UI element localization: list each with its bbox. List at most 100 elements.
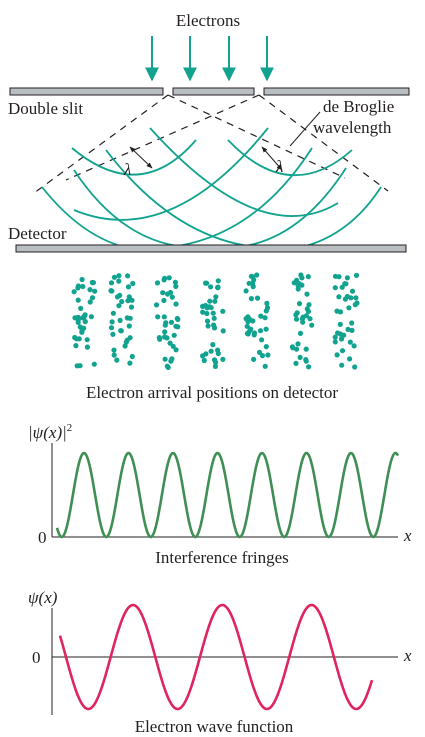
wave-x-label: x [403,646,412,665]
electron-dot [84,344,90,350]
electron-dot [170,343,176,349]
electron-dot [125,298,131,304]
fringes-zero-label: 0 [38,528,47,547]
electron-dot [339,362,345,368]
electron-dot [78,305,84,311]
electron-beam-arrows [145,36,274,82]
electron-dot [303,358,309,364]
electron-dot [160,290,166,296]
electron-dot [77,363,83,369]
electron-dot [169,356,175,362]
electron-dot [332,285,338,291]
electron-dot [291,280,297,286]
electron-dot [352,364,358,370]
wave-zero-label: 0 [32,648,41,667]
electron-dot [162,275,168,281]
electron-dot [84,337,90,343]
electron-dot [82,319,88,325]
barrier-left [9,87,164,96]
barrier-middle [172,87,255,96]
electron-dot [352,302,358,308]
electron-dot [349,327,355,333]
electron-dot [129,297,135,303]
electron-dot [114,294,121,300]
electron-dot [347,339,353,345]
electron-dot [175,316,181,322]
electron-dot [166,275,172,281]
electron-dot [200,353,206,359]
electron-dot [332,339,338,345]
electron-dot [169,294,175,300]
electron-dot [172,279,178,285]
electron-dot [118,328,124,334]
electron-dot [116,278,122,284]
electron-dot [339,348,346,354]
electron-dot [264,300,270,306]
electron-dot [306,364,312,370]
electron-dot [204,280,210,286]
electron-dot [349,288,356,294]
electron-dot [293,316,300,322]
electron-dot [173,301,179,307]
electron-dot [110,310,116,316]
electron-dot [211,322,217,328]
electron-dot [111,352,117,358]
electron-dot [167,340,173,346]
wave-caption: Electron wave function [135,717,294,736]
electron-dot [337,321,343,327]
electron-dot [77,324,83,330]
psi-label: ψ(x) [28,588,58,607]
electron-dot [332,334,338,340]
electron-dot [264,305,271,311]
wavelength-indicators [129,146,283,171]
wavefunction-plot: ψ(x) 0 x [28,588,412,715]
electron-dot [116,303,122,309]
electron-dot [173,347,179,353]
electron-dot [353,272,360,278]
electron-dot [108,280,115,286]
electron-dot [345,326,351,332]
fringes-caption: Interference fringes [155,548,289,567]
electron-dot [71,289,77,295]
electron-dot [297,354,303,360]
electron-dot [212,298,218,304]
electron-dot [304,291,310,297]
barrier-right [263,87,410,96]
electron-arrival-dots [71,272,360,370]
electron-dot [153,302,160,308]
electron-dot [126,323,132,329]
electron-dot [207,298,213,304]
electron-dot [220,328,226,334]
electron-dot [88,314,94,320]
fringes-x-label: x [403,526,412,545]
electron-dot [116,273,122,279]
electron-dot [336,294,342,300]
electron-dot [128,304,135,310]
electron-dot [337,309,344,315]
electron-dot [171,332,177,338]
electrons-label: Electrons [176,11,240,30]
electron-dot [79,276,85,283]
electron-dot [72,315,78,321]
electron-dot [332,273,339,279]
electron-dot [175,324,181,330]
electron-dot [210,342,216,348]
electron-dot [243,288,249,294]
electron-dot [161,297,167,304]
electron-dot [248,273,254,279]
electron-dot [212,363,218,369]
electron-dot [220,356,226,362]
electron-dot [111,274,117,280]
electron-dot [309,322,315,328]
electron-dot [353,295,359,301]
electron-dot [349,320,355,326]
electron-dot [290,345,296,351]
electron-dot [87,299,93,305]
electron-dot [75,297,81,303]
electron-dot [117,317,123,323]
electron-dot [89,295,96,301]
electron-dot [250,318,256,324]
electron-dot [344,275,350,281]
electron-dot [204,318,211,324]
